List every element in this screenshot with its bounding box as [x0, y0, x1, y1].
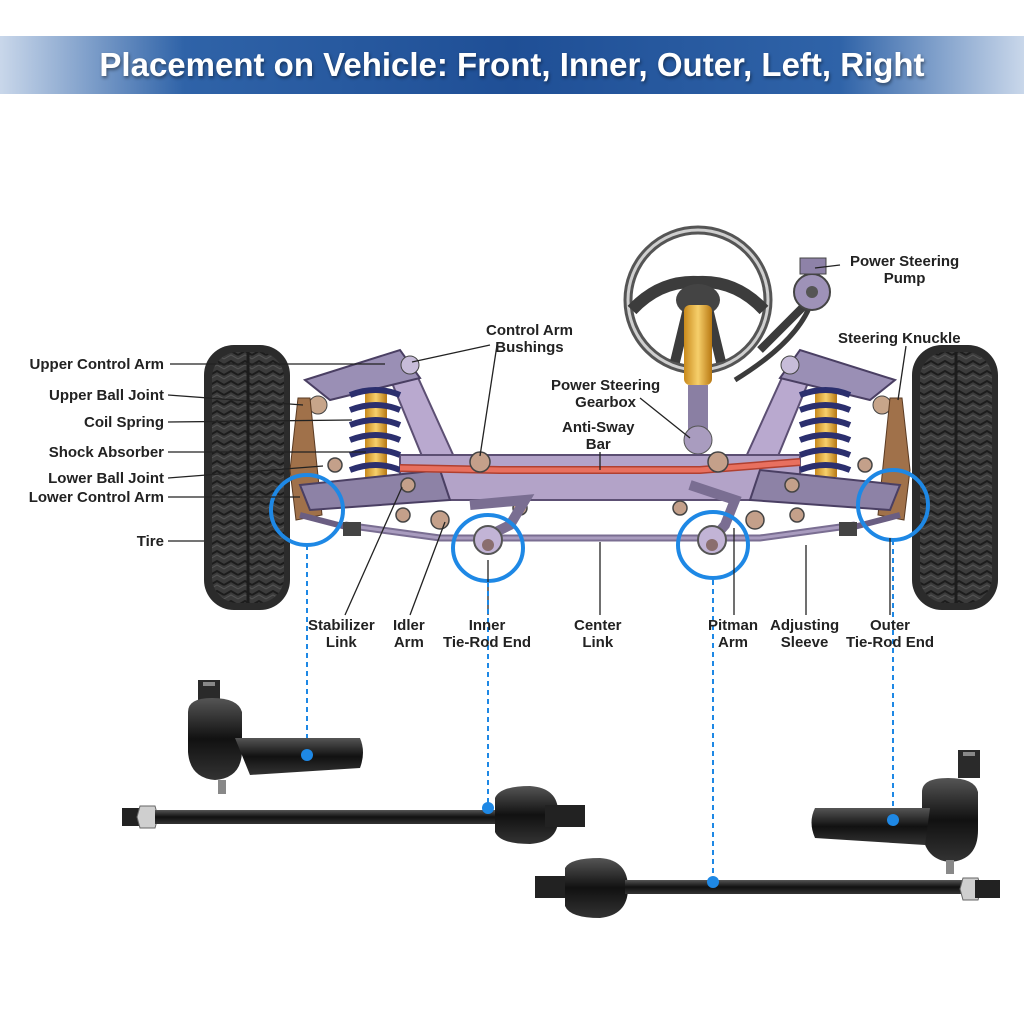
lower-control-arm-right	[748, 468, 902, 512]
tie-rod-left	[299, 512, 351, 531]
label-steering-knuckle: Steering Knuckle	[838, 330, 961, 347]
label-lower-ball-joint: Lower Ball Joint	[48, 470, 164, 487]
idler-arm	[469, 494, 535, 555]
coil-spring-right-icon	[798, 387, 852, 477]
dashed-guide-lines	[306, 540, 894, 880]
adjusting-sleeve-right	[839, 522, 857, 536]
title-banner: Placement on Vehicle: Front, Inner, Oute…	[0, 36, 1024, 94]
leader-lines	[167, 264, 907, 616]
highlight-inner-right	[676, 510, 750, 580]
outer-tie-rod-end-left-icon	[188, 680, 363, 794]
tire-left-icon	[204, 345, 290, 610]
tie-rod-right	[849, 512, 901, 531]
tire-right-icon	[912, 345, 998, 610]
center-link	[344, 521, 856, 542]
coil-spring-left-icon	[348, 387, 402, 477]
upper-control-arm-right	[778, 348, 898, 415]
steering-column	[683, 305, 713, 455]
label-lower-control-arm: Lower Control Arm	[28, 489, 164, 506]
power-steering-pump	[733, 257, 831, 383]
label-coil-spring: Coil Spring	[84, 414, 164, 431]
outer-tie-rod-end-right-icon	[811, 750, 980, 874]
label-upper-control-arm: Upper Control Arm	[29, 356, 164, 373]
page-title: Placement on Vehicle: Front, Inner, Oute…	[99, 46, 925, 83]
upper-control-arm-left	[302, 348, 422, 415]
adjusting-sleeve-left	[343, 522, 361, 536]
inner-tie-rod-left-icon	[122, 786, 585, 844]
inner-tie-rod-right-icon	[535, 858, 1000, 918]
label-shock-absorber: Shock Absorber	[48, 444, 164, 461]
pitman-arm	[688, 480, 742, 555]
lower-control-arm-left	[298, 468, 452, 512]
label-upper-ball-joint: Upper Ball Joint	[48, 387, 164, 404]
label-tire: Tire	[136, 533, 164, 550]
